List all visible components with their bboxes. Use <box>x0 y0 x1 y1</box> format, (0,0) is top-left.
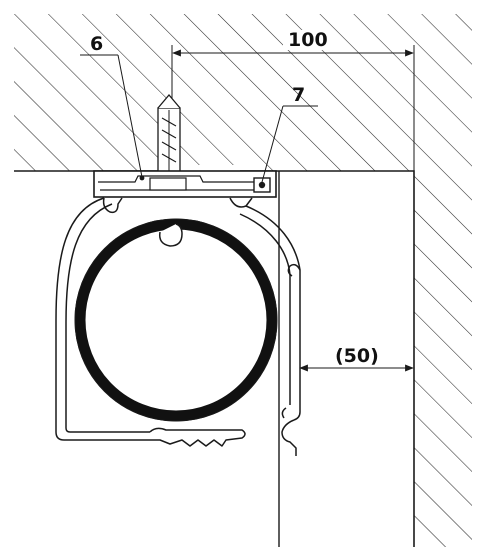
housing-inner-profile <box>65 203 150 433</box>
cassette-housing <box>55 197 301 456</box>
callout-label-7: 7 <box>292 84 305 106</box>
front-cover-hook <box>287 263 301 277</box>
dimension-top-width: 100 <box>171 29 415 171</box>
tube-groove <box>158 223 183 247</box>
callout-label-6: 6 <box>90 33 103 55</box>
callout-7: 7 <box>261 84 318 183</box>
housing-outer-profile <box>55 197 150 441</box>
ceiling-and-wall-hatch <box>14 14 472 547</box>
front-cover-bottom-clip <box>281 419 297 456</box>
bottom-rail <box>149 427 246 447</box>
roller-tube <box>74 218 278 422</box>
dimension-label-50: (50) <box>335 345 379 367</box>
dimension-label-100: 100 <box>288 29 328 51</box>
anchor-bolt <box>157 93 181 175</box>
housing-top-clip-left <box>102 197 123 214</box>
callout-6: 6 <box>80 33 143 178</box>
housing-top-clip-right <box>229 197 253 208</box>
dimension-side-gap: (50) <box>299 345 414 372</box>
mounting-plate <box>93 170 277 198</box>
